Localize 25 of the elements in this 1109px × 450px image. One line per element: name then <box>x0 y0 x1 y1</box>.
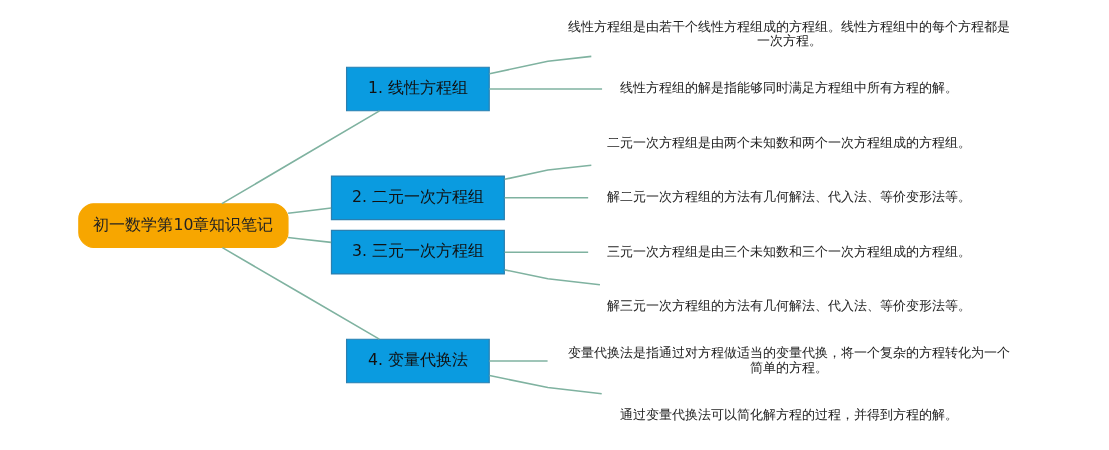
node-text: 解三元一次方程组的方法有几何解法、代入法、等价变形法等。 <box>607 297 972 313</box>
connector <box>221 110 381 205</box>
node-text: 线性方程组是由若干个线性方程组成的方程组。线性方程组中的每个方程都是一次方程。 <box>568 18 1011 49</box>
connector <box>488 360 549 362</box>
node-box: 3. 三元一次方程组 <box>330 229 505 275</box>
connector <box>503 251 589 253</box>
connector <box>503 197 589 199</box>
connector <box>503 269 601 286</box>
node-text: 二元一次方程组是由两个未知数和两个一次方程组成的方程组。 <box>607 134 972 150</box>
node-text: 变量代换法是指通过对方程做适当的变量代换，将一个复杂的方程转化为一个简单的方程。 <box>568 345 1011 375</box>
node-text: 三元一次方程组是由三个未知数和三个一次方程组成的方程组。 <box>607 243 972 259</box>
node-text: 解二元一次方程组的方法有几何解法、代入法、等价变形法等。 <box>607 189 972 205</box>
node-text: 线性方程组的解是指能够同时满足方程组中所有方程的解。 <box>620 80 959 96</box>
connector <box>488 88 603 90</box>
node-box: 初一数学第10章知识笔记 <box>78 203 289 248</box>
node-text: 通过变量代换法可以简化解方程的过程，并得到方程的解。 <box>620 406 959 422</box>
node-box: 2. 二元一次方程组 <box>330 175 505 221</box>
connector <box>287 207 332 214</box>
connector <box>287 236 332 244</box>
connector <box>503 164 593 181</box>
node-box: 1. 线性方程组 <box>346 66 490 112</box>
connector <box>488 374 603 395</box>
connector <box>221 246 381 340</box>
node-box: 4. 变量代换法 <box>346 338 490 384</box>
connector <box>488 55 593 75</box>
